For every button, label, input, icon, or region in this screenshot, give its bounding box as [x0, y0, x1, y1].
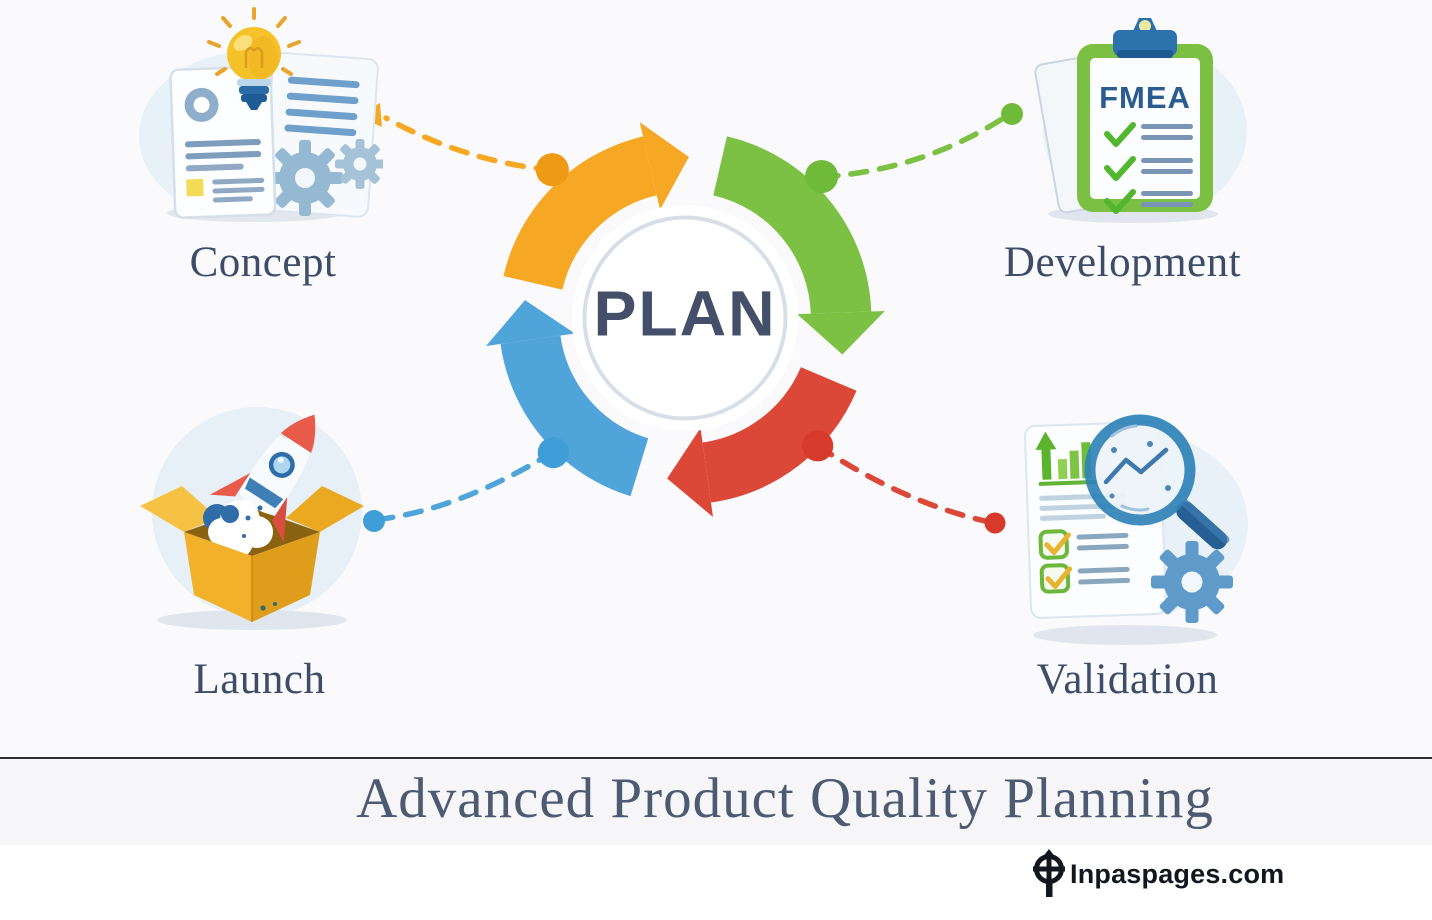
connector-validation-dot — [984, 512, 1006, 534]
development-icon: FMEA — [1034, 18, 1247, 223]
gear-icon — [1151, 541, 1233, 623]
concept-icon — [139, 7, 383, 222]
connector-development — [819, 114, 1008, 180]
ring-segment-launch — [500, 334, 649, 497]
box-icon — [184, 532, 320, 622]
checklist-rows — [1104, 122, 1193, 214]
ring-arrow-development — [797, 310, 885, 355]
ring-segment-concept — [503, 136, 658, 291]
ring-arrow-launch — [485, 300, 575, 346]
stage-label-validation: Validation — [1036, 656, 1219, 703]
ring-dot-concept — [535, 153, 569, 187]
page-title: Advanced Product Quality Planning — [356, 767, 1214, 830]
yellow-square — [186, 178, 204, 197]
divider-line — [0, 757, 1432, 759]
exhaust-cloud — [203, 500, 273, 559]
stage-label-concept: Concept — [189, 239, 337, 286]
plan-cycle-ring: PLAN — [485, 122, 885, 518]
connector-concept — [383, 115, 555, 173]
clipboard-icon: FMEA — [1077, 18, 1213, 214]
validation-icon — [1023, 414, 1248, 645]
watermark: Inpaspages.com — [1030, 849, 1284, 899]
ring-dot-validation — [802, 430, 834, 462]
lightbulb-icon — [207, 7, 301, 110]
gear-icon-large — [267, 140, 343, 216]
ring-dot-launch — [537, 437, 569, 469]
box-flap-right — [286, 486, 364, 532]
footer-bottom-area — [0, 845, 1432, 920]
watermark-text: Inpaspages.com — [1070, 858, 1285, 889]
ring-arrow-validation — [667, 428, 713, 518]
checkbox-row-2 — [1039, 563, 1131, 594]
launch-icon — [140, 407, 364, 630]
gear-icon-small — [335, 139, 383, 189]
stage-label-development: Development — [1003, 239, 1242, 286]
connector-development-dot — [1001, 103, 1023, 125]
ring-arrow-concept — [639, 122, 689, 210]
rocket-icon — [210, 414, 316, 543]
ring-segment-development — [712, 136, 872, 315]
validation-shadow — [1033, 625, 1217, 645]
connector-launch-dot — [363, 510, 385, 532]
checkbox-row-1 — [1038, 529, 1129, 560]
fmea-label: FMEA — [1099, 80, 1191, 115]
ring-segment-validation — [701, 366, 857, 503]
stage-label-launch: Launch — [193, 656, 326, 703]
ring-dot-development — [805, 159, 839, 194]
box-flap-left — [140, 486, 218, 532]
connector-launch — [379, 449, 556, 522]
ring-center-outline — [582, 215, 788, 421]
magnifier-icon — [1084, 414, 1230, 550]
connector-validation — [815, 443, 988, 524]
globe-cross-icon — [1033, 849, 1065, 897]
plan-center-label: PLAN — [593, 278, 776, 350]
footer-band — [0, 759, 1432, 845]
